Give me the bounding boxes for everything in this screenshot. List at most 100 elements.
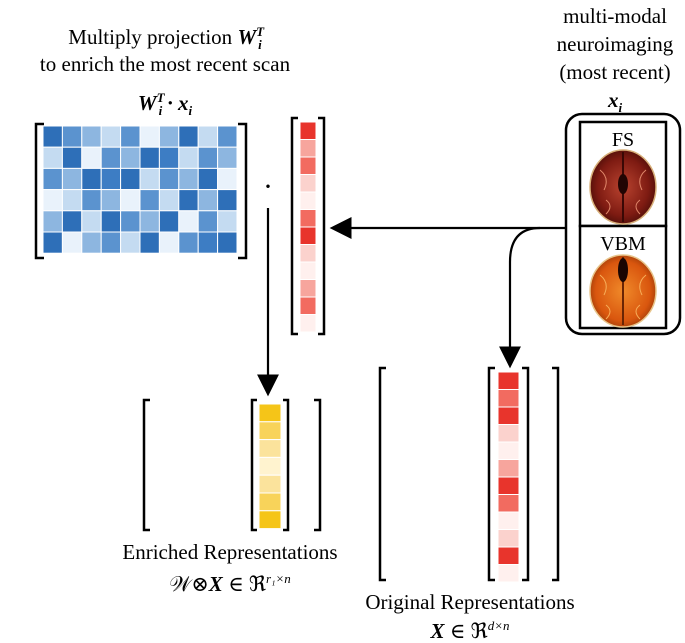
input-vector-cell: [299, 209, 317, 228]
input-vector-cell: [299, 314, 317, 333]
original-title: Original Representations: [365, 590, 575, 614]
original-outer-left-bracket: [378, 366, 386, 582]
enriched-vector-cell: [258, 492, 282, 512]
input-vector-cell: [299, 279, 317, 298]
matrix-cell: [100, 189, 122, 212]
original-vector-cell: [497, 494, 520, 513]
fs-brain-image: [589, 149, 657, 225]
matrix-cell: [158, 167, 180, 191]
input-vector-cell: [299, 174, 317, 193]
input-vector-cell: [299, 156, 317, 175]
matrix-cell: [139, 210, 160, 233]
original-vector-cell: [497, 476, 520, 495]
matrix-cell: [61, 146, 83, 169]
scan-vector-label: xi: [607, 88, 623, 116]
original-vector-cell: [497, 406, 520, 425]
original-vector-cell: [497, 389, 520, 408]
matrix-cell: [197, 210, 219, 233]
matrix-cell: [139, 189, 160, 212]
matrix-left-bracket: [34, 122, 44, 260]
matrix-cell: [100, 146, 122, 169]
original-outer-right-bracket: [552, 366, 560, 582]
matrix-cell: [197, 125, 219, 148]
matrix-cell: [100, 167, 122, 191]
original-vector-cell: [497, 546, 520, 565]
input-vector-cell: [299, 121, 317, 140]
original-vector-cell: [497, 529, 520, 548]
original-vector-cell: [497, 441, 520, 460]
matrix-cell: [217, 146, 238, 169]
input-vector-cell: [299, 139, 317, 158]
arrows: [257, 208, 566, 397]
neuroimaging-caption-line3: (most recent): [559, 60, 671, 84]
input-vector-cell: [299, 226, 317, 245]
matrix-cell: [178, 231, 199, 254]
matrix-cell: [178, 146, 199, 169]
matrix-cell: [61, 189, 83, 212]
matrix-cell: [217, 231, 238, 254]
input-vector-cell: [299, 296, 317, 315]
input-vector-cell: [299, 191, 317, 210]
arrow-to-original-representations: [499, 226, 541, 369]
matrix-cell: [217, 210, 238, 233]
input-vector-left-bracket: [290, 116, 298, 336]
matrix-cell: [178, 189, 199, 212]
matrix-cell: [158, 210, 180, 233]
matrix-cell: [42, 146, 63, 169]
original-vector-cell: [497, 371, 520, 390]
enriched-vector-cell: [258, 510, 282, 530]
matrix-cell: [197, 189, 219, 212]
matrix-cell: [81, 210, 102, 233]
matrix-cell: [61, 167, 83, 191]
matrix-cell: [81, 146, 102, 169]
matrix-cell: [81, 125, 102, 148]
matrix-cell: [158, 125, 180, 148]
matrix-cell: [120, 189, 141, 212]
enriched-vector-cell: [258, 456, 282, 476]
matrix-cell: [61, 210, 83, 233]
projection-caption-line1: Multiply projection WTi: [20, 20, 310, 57]
matrix-cell: [81, 167, 102, 191]
matrix-cell: [178, 125, 199, 148]
matrix-cell: [120, 167, 141, 191]
original-vector-cell: [497, 424, 520, 443]
matrix-cell: [100, 125, 122, 148]
matrix-cell: [120, 146, 141, 169]
original-vector-cell: [497, 459, 520, 478]
matrix-cell: [139, 231, 160, 254]
projection-matrix-symbol: WTi: [237, 24, 265, 53]
matrix-cell: [139, 167, 160, 191]
matrix-cell: [158, 146, 180, 169]
enriched-vector-cell: [258, 403, 282, 423]
matrix-cell: [100, 231, 122, 254]
matrix-cell: [61, 231, 83, 254]
enriched-vector-right-bracket: [283, 398, 290, 532]
enriched-outer-right-bracket: [314, 398, 322, 532]
matrix-cell: [42, 210, 63, 233]
matrix-cell: [217, 189, 238, 212]
matrix-cell: [158, 231, 180, 254]
projection-matrix: [34, 122, 248, 260]
projection-caption-line2: to enrich the most recent scan: [39, 52, 291, 76]
vbm-brain-image: [589, 254, 657, 328]
neuroimaging-caption-line1: multi-modal: [563, 4, 667, 28]
neuroimaging-box: FS VBM: [564, 112, 682, 336]
enriched-matrix: [142, 398, 322, 532]
input-vector-cell: [299, 244, 317, 263]
matrix-cell: [61, 125, 83, 148]
projection-formula: WTi · xi: [137, 90, 193, 119]
matrix-cell: [42, 167, 63, 191]
matrix-cell: [120, 231, 141, 254]
original-vector-right-bracket: [522, 366, 530, 582]
enriched-vector-cell: [258, 474, 282, 494]
neuroimaging-caption-line2: neuroimaging: [556, 32, 674, 56]
input-vector: [290, 116, 326, 336]
matrix-cell: [197, 146, 219, 169]
matrix-cell: [81, 231, 102, 254]
dot-operator: ·: [263, 170, 273, 203]
fs-label: FS: [612, 129, 634, 151]
matrix-cell: [139, 125, 160, 148]
matrix-cell: [217, 125, 238, 148]
original-vector-cell: [497, 564, 520, 583]
